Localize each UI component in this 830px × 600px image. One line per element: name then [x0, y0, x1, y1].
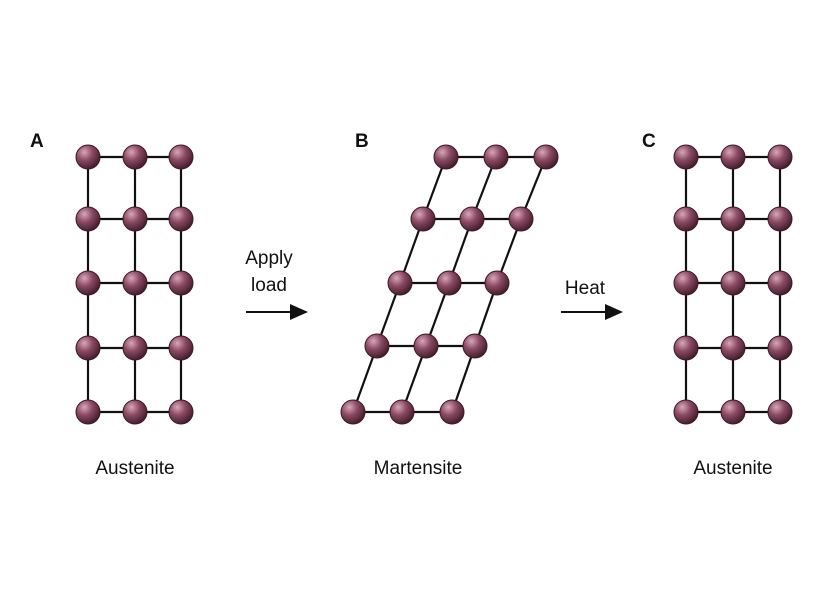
martensite-atom — [389, 399, 415, 425]
austenite-c-atom — [673, 399, 699, 425]
panel-label-a: A — [30, 131, 44, 152]
martensite-atom — [433, 144, 459, 170]
martensite-atom — [413, 333, 439, 359]
austenite-c-atom — [767, 399, 793, 425]
lattice-austenite-initial — [75, 144, 194, 425]
martensite-atom — [364, 333, 390, 359]
caption-austenite-c: Austenite — [693, 458, 773, 479]
austenite-c-atom — [767, 144, 793, 170]
austenite-a-atom — [75, 144, 101, 170]
austenite-a-atom — [75, 399, 101, 425]
austenite-c-atom — [767, 206, 793, 232]
martensite-atom — [462, 333, 488, 359]
martensite-atom — [410, 206, 436, 232]
caption-austenite-a: Austenite — [95, 458, 175, 479]
austenite-c-atom — [720, 335, 746, 361]
austenite-a-atom — [168, 270, 194, 296]
austenite-a-atom — [75, 206, 101, 232]
lattice-austenite-final — [673, 144, 793, 425]
austenite-a-atom — [122, 270, 148, 296]
austenite-c-atom — [720, 270, 746, 296]
austenite-c-atom — [720, 144, 746, 170]
apply-load-label: Apply load — [209, 245, 329, 299]
austenite-a-atom — [168, 335, 194, 361]
austenite-a-atom — [168, 399, 194, 425]
apply-load-line1: Apply — [245, 248, 293, 269]
austenite-a-atom — [122, 335, 148, 361]
martensite-atom — [484, 270, 510, 296]
austenite-c-atom — [673, 335, 699, 361]
austenite-c-atom — [673, 270, 699, 296]
panel-label-b: B — [355, 131, 369, 152]
austenite-c-atom — [720, 399, 746, 425]
martensite-atom — [508, 206, 534, 232]
austenite-c-atom — [673, 144, 699, 170]
austenite-a-atom — [168, 144, 194, 170]
martensite-atom — [533, 144, 559, 170]
austenite-c-atom — [720, 206, 746, 232]
martensite-atom — [459, 206, 485, 232]
martensite-atom — [340, 399, 366, 425]
austenite-c-atom — [767, 335, 793, 361]
austenite-a-atom — [122, 144, 148, 170]
heat-label: Heat — [525, 275, 645, 302]
apply-load-line2: load — [251, 275, 287, 296]
austenite-a-atom — [122, 399, 148, 425]
austenite-a-atom — [168, 206, 194, 232]
austenite-c-atom — [767, 270, 793, 296]
martensite-atom — [439, 399, 465, 425]
austenite-a-atom — [122, 206, 148, 232]
martensite-atom — [483, 144, 509, 170]
panel-label-c: C — [642, 131, 656, 152]
heat-line1: Heat — [564, 278, 606, 299]
martensite-atom — [436, 270, 462, 296]
austenite-c-atom — [673, 206, 699, 232]
lattice-martensite — [340, 144, 559, 425]
austenite-a-atom — [75, 270, 101, 296]
martensite-atom — [387, 270, 413, 296]
caption-martensite: Martensite — [373, 458, 463, 479]
austenite-a-atom — [75, 335, 101, 361]
